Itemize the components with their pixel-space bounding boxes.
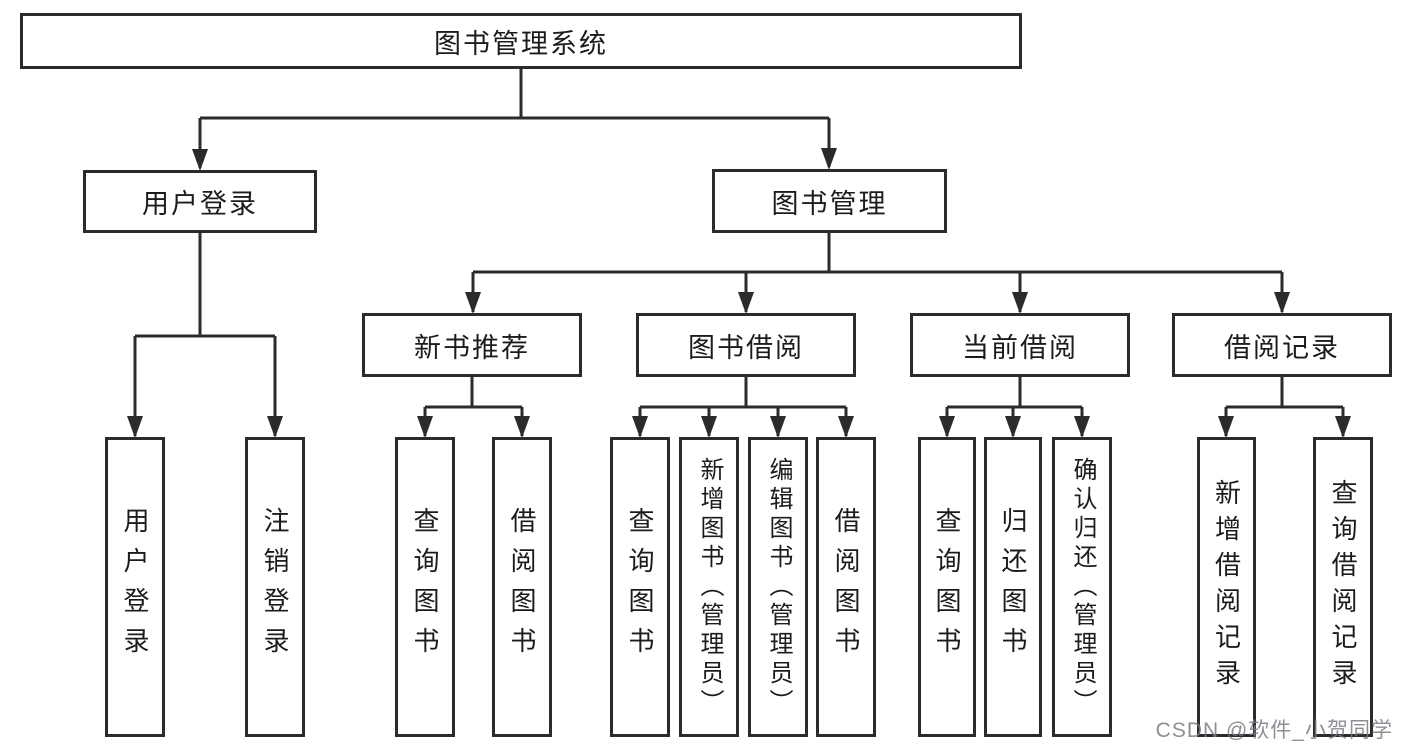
group-new-book-recommend: 新书推荐 (362, 313, 582, 377)
leaf-user-login: 用户登录 (105, 437, 165, 737)
leaf-logout: 注销登录 (245, 437, 305, 737)
group-current-borrow: 当前借阅 (910, 313, 1130, 377)
node-root: 图书管理系统 (20, 13, 1022, 69)
leaf-query-books-3: 查询图书 (918, 437, 976, 737)
leaf-query-books-2: 查询图书 (610, 437, 670, 737)
leaf-add-borrow-record: 新增借阅记录 (1197, 437, 1256, 737)
arrow-heads (127, 148, 1351, 438)
leaf-query-borrow-record: 查询借阅记录 (1313, 437, 1373, 737)
leaf-query-books-1: 查询图书 (395, 437, 455, 737)
leaf-confirm-return-admin: 确认归还（管理员） (1052, 437, 1112, 737)
connector-lines (133, 68, 1345, 436)
leaf-borrow-books-1: 借阅图书 (492, 437, 552, 737)
branch-user-login: 用户登录 (83, 170, 317, 233)
leaf-borrow-books-2: 借阅图书 (816, 437, 876, 737)
csdn-watermark: CSDN @软件_小贺同学 (1155, 719, 1393, 742)
leaf-edit-book-admin: 编辑图书（管理员） (748, 437, 808, 737)
leaf-add-book-admin: 新增图书（管理员） (679, 437, 739, 737)
group-borrow-records: 借阅记录 (1172, 313, 1392, 377)
branch-book-management: 图书管理 (712, 169, 947, 233)
group-book-borrow: 图书借阅 (636, 313, 856, 377)
leaf-return-book: 归还图书 (984, 437, 1042, 737)
